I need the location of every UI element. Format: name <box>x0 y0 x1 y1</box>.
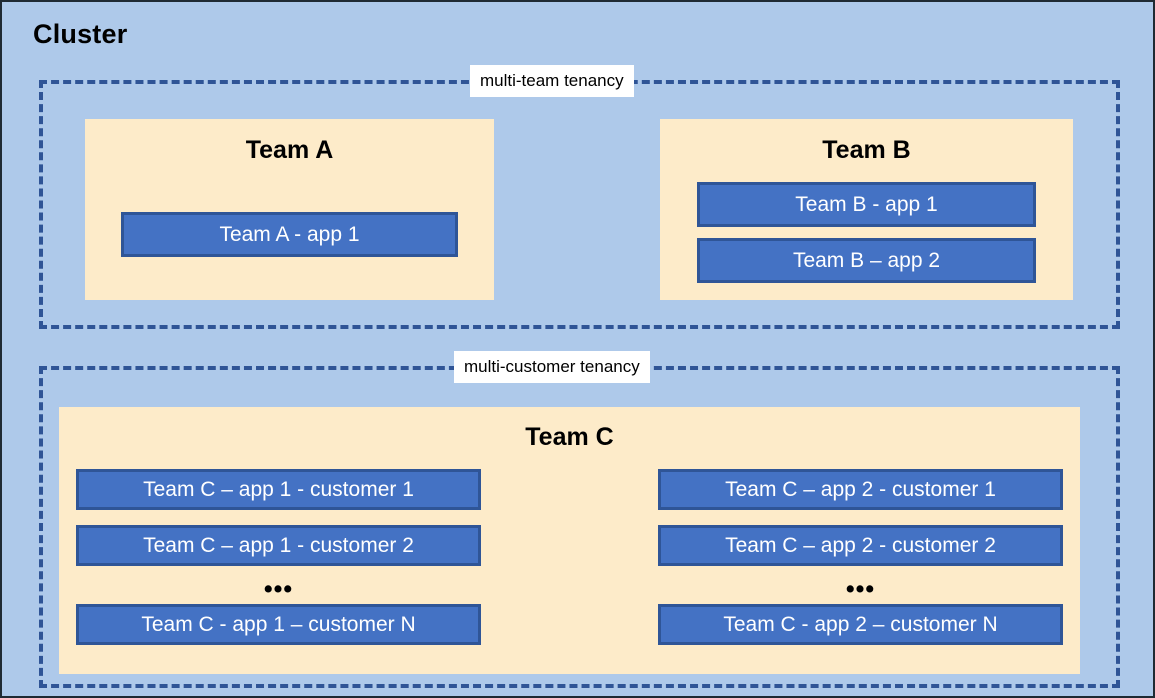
team-c-title: Team C <box>525 423 614 451</box>
cluster-title: Cluster <box>33 19 128 49</box>
team-a-app-list: Team A - app 1 <box>121 212 458 257</box>
app-box-team-a-app-1[interactable]: Team A - app 1 <box>121 212 458 257</box>
team-a-title: Team A <box>245 136 334 164</box>
app-box-team-c-app-1-customer-2[interactable]: Team C – app 1 - customer 2 <box>76 525 481 566</box>
app-box-team-c-app-1-customer-1[interactable]: Team C – app 1 - customer 1 <box>76 469 481 510</box>
app-box-team-c-app-2-customer-n[interactable]: Team C - app 2 – customer N <box>658 604 1063 645</box>
team-c-app-2-column: Team C – app 2 - customer 1 Team C – app… <box>658 469 1063 645</box>
app-box-team-b-app-1[interactable]: Team B - app 1 <box>697 182 1036 227</box>
tenancy-group-multi-team-label: multi-team tenancy <box>470 65 634 97</box>
team-b-app-list: Team B - app 1 Team B – app 2 <box>697 182 1036 283</box>
team-b-title: Team B <box>822 136 911 164</box>
tenancy-group-multi-customer-label: multi-customer tenancy <box>454 351 650 383</box>
app-box-team-c-app-2-customer-2[interactable]: Team C – app 2 - customer 2 <box>658 525 1063 566</box>
team-box-team-a: Team A Team A - app 1 <box>85 119 494 300</box>
team-c-app-columns: Team C – app 1 - customer 1 Team C – app… <box>59 469 1080 645</box>
team-c-app-2-ellipsis: ••• <box>845 575 876 603</box>
app-box-team-b-app-2[interactable]: Team B – app 2 <box>697 238 1036 283</box>
team-box-team-b: Team B Team B - app 1 Team B – app 2 <box>660 119 1073 300</box>
team-c-app-1-ellipsis: ••• <box>263 575 294 603</box>
app-box-team-c-app-1-customer-n[interactable]: Team C - app 1 – customer N <box>76 604 481 645</box>
app-box-team-c-app-2-customer-1[interactable]: Team C – app 2 - customer 1 <box>658 469 1063 510</box>
team-c-app-1-column: Team C – app 1 - customer 1 Team C – app… <box>76 469 481 645</box>
team-box-team-c: Team C Team C – app 1 - customer 1 Team … <box>59 407 1080 674</box>
